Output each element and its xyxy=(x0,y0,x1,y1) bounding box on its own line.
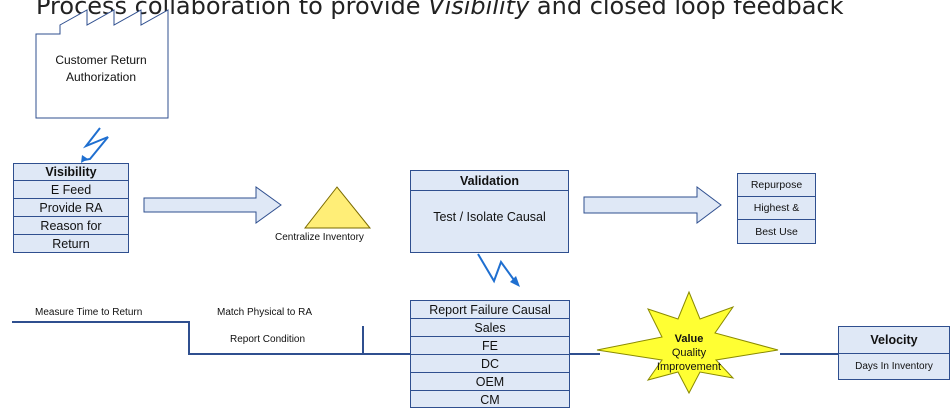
measure-label: Measure Time to Return xyxy=(35,307,143,318)
lightning-icon xyxy=(477,253,515,284)
visibility-title: Visibility xyxy=(14,164,128,181)
velocity-box: Velocity Days In Inventory xyxy=(838,326,950,380)
triangle-icon xyxy=(303,186,372,229)
repurpose-box: Repurpose Highest & Best Use xyxy=(737,173,816,244)
velocity-body: Days In Inventory xyxy=(855,361,933,372)
repurpose-item: Best Use xyxy=(755,226,798,238)
repurpose-item: Highest & xyxy=(738,197,815,220)
visibility-item: Return xyxy=(52,237,90,251)
report-item: FE xyxy=(411,337,569,355)
visibility-item: Reason for xyxy=(14,217,128,235)
report-condition-label: Report Condition xyxy=(230,334,306,345)
factory-icon xyxy=(35,9,169,119)
centralize-label: Centralize Inventory xyxy=(275,232,364,243)
velocity-title: Velocity xyxy=(839,327,949,354)
visibility-item: E Feed xyxy=(14,181,128,199)
validation-box: Validation Test / Isolate Causal xyxy=(410,170,569,253)
value-star-line: Quality xyxy=(671,347,707,359)
value-star-line: Improvement xyxy=(656,361,722,373)
report-item: CM xyxy=(480,393,500,407)
match-label: Match Physical to RA xyxy=(217,307,313,318)
report-item: DC xyxy=(411,355,569,373)
report-box: Report Failure Causal Sales FE DC OEM CM xyxy=(410,300,570,408)
value-star-title: Value xyxy=(674,333,704,345)
timeline-line xyxy=(12,321,363,355)
report-item: Sales xyxy=(411,319,569,337)
validation-body: Test / Isolate Causal xyxy=(433,210,546,224)
arrow-right-icon xyxy=(143,186,282,224)
report-title: Report Failure Causal xyxy=(411,301,569,319)
visibility-item: Provide RA xyxy=(14,199,128,217)
star-burst-icon xyxy=(596,290,779,395)
factory-label: Customer Return Authorization xyxy=(55,53,147,84)
arrow-right-icon xyxy=(583,186,722,224)
report-item: OEM xyxy=(411,373,569,391)
validation-title: Validation xyxy=(411,171,568,191)
lightning-icon xyxy=(82,127,109,161)
repurpose-item: Repurpose xyxy=(738,174,815,197)
visibility-box: Visibility E Feed Provide RA Reason for … xyxy=(13,163,129,253)
